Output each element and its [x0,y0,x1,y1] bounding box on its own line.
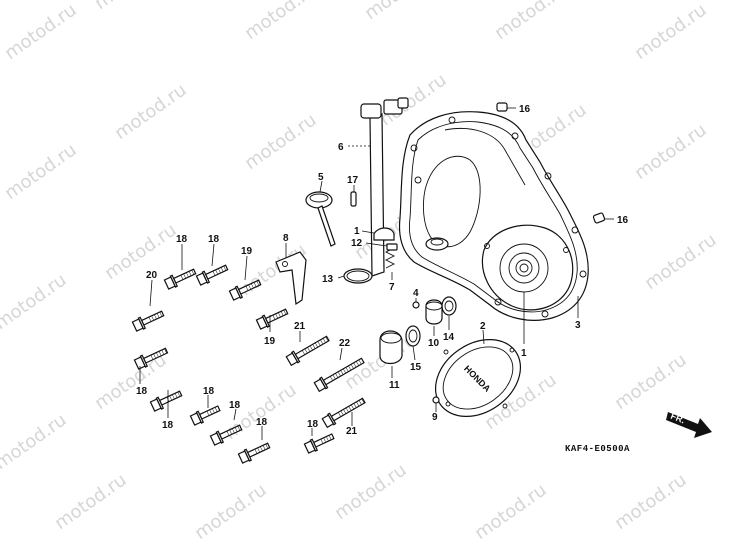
callout-15: 15 [410,362,422,373]
watermark-text: motod.ru [1,0,81,64]
watermark-text: motod.ru [0,410,71,475]
watermark-text: motod.ru [331,460,411,525]
watermark-text: motod.ru [241,110,321,175]
bolt-group [131,264,366,464]
callout-11: 11 [389,380,400,391]
callout-2: 2 [480,321,486,332]
callout-5: 5 [318,172,324,183]
side-cover-2: HONDA [434,339,522,417]
pin-17 [350,191,357,207]
front-direction-arrow: FR. [666,411,712,438]
callout-18: 18 [307,419,319,430]
plug-cap [373,227,395,241]
callout-13: 13 [322,274,334,285]
callout-17: 17 [347,175,359,186]
callout-1: 1 [521,348,527,359]
bolt [149,390,183,412]
o-ring-15 [405,325,421,347]
watermark-text: motod.ru [471,480,551,545]
cap-10 [425,299,443,325]
watermark-text: motod.ru [361,0,441,24]
callout-19: 19 [241,246,253,257]
callout-6: 6 [338,142,344,153]
watermark-text: motod.ru [611,350,691,415]
callout-18: 18 [208,234,220,245]
callout-7: 7 [389,282,395,293]
bolt [313,357,365,393]
watermark-text: motod.ru [611,470,691,535]
callout-14: 14 [443,332,455,343]
callout-19: 19 [264,336,276,347]
diagram-code: KAF4-E0500A [565,444,630,454]
dowel-pin-16-right [592,212,606,224]
watermark-text: motod.ru [631,0,711,64]
oil-dipstick [305,191,336,247]
bolt [131,310,165,332]
callout-4: 4 [413,288,419,299]
watermark-text: motod.ru [51,470,131,535]
callout-18: 18 [229,400,241,411]
watermark-text: motod.ru [191,480,271,545]
callout-18: 18 [136,386,148,397]
watermark-text: motod.ru [641,230,721,295]
callout-18: 18 [203,386,215,397]
watermark-text: motod.ru [241,0,321,44]
bolt [237,442,271,464]
bolt [189,405,221,426]
watermark-text: motod.ru [111,80,191,145]
callout-22: 22 [339,338,351,349]
clutch-cover [398,111,589,321]
callout-21: 21 [346,426,358,437]
callout-16: 16 [617,215,629,226]
callout-9: 9 [432,412,438,423]
callout-21: 21 [294,321,306,332]
bolt [133,347,169,370]
callout-8: 8 [283,233,289,244]
callout-10: 10 [428,338,440,349]
bolt [228,279,262,301]
screw-9 [432,396,440,408]
watermark-text: motod.ru [0,270,71,335]
cap-11 [379,330,403,365]
bolt [163,268,197,290]
callout-labels: 16 16 6 5 17 1 12 18 18 8 19 20 13 7 4 3… [136,104,629,437]
dowel-pin-16-top [496,102,508,112]
leader-lines [139,107,614,440]
callout-18: 18 [256,417,268,428]
watermark-text: motod.ru [491,0,571,44]
bolt [195,264,229,286]
washer-4 [412,301,420,309]
callout-12: 12 [351,238,363,249]
bolt [303,433,335,454]
bolt [321,397,366,429]
watermark-text: motod.ru [631,120,711,185]
watermark-text: motod.ru [91,0,171,14]
callout-3: 3 [575,320,581,331]
oil-seal-14 [441,296,457,316]
callout-20: 20 [146,270,158,281]
bracket-8 [275,251,307,306]
watermark-text: motod.ru [1,140,81,205]
o-ring-13 [343,268,373,284]
callout-1: 1 [354,226,360,237]
callout-18: 18 [162,420,174,431]
callout-16: 16 [519,104,531,115]
bolt [209,424,243,446]
bolt [255,308,289,330]
watermark-text: motod.ru [101,220,181,285]
bolt [285,335,330,367]
spring-7 [384,243,398,269]
callout-18: 18 [176,234,188,245]
